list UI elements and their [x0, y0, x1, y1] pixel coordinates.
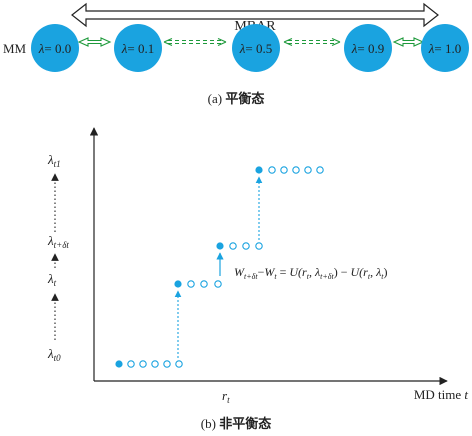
caption-b: (b) 非平衡态 — [201, 416, 271, 431]
panel-b: λt1 λt+δt λt λt0 — [47, 127, 469, 431]
state-node-1: λ= 0.1 — [114, 24, 162, 72]
y-label-t-plus-dt: λt+δt — [47, 233, 69, 250]
step-level-1 — [174, 280, 222, 288]
y-label-t0: λt0 — [47, 346, 61, 363]
svg-text:λ= 0.9: λ= 0.9 — [351, 41, 384, 56]
x-axis-title: MD time t — [414, 387, 469, 402]
y-label-t1: λt1 — [47, 152, 61, 169]
green-arrow-0.1-0.5 — [163, 37, 227, 47]
svg-text:λ= 0.0: λ= 0.0 — [38, 41, 71, 56]
green-arrow-0.5-0.9 — [283, 37, 341, 47]
y-label-t: λt — [47, 271, 57, 288]
svg-text:λ= 1.0: λ= 1.0 — [428, 41, 461, 56]
green-arrow-0.9-1 — [392, 37, 425, 47]
step-level-0 — [115, 360, 183, 368]
state-node-4: λ= 1.0 — [421, 24, 469, 72]
step-level-2 — [216, 242, 263, 250]
svg-text:λ= 0.1: λ= 0.1 — [121, 41, 154, 56]
svg-text:λ= 0.5: λ= 0.5 — [239, 41, 272, 56]
x-label-rt: rt — [222, 388, 230, 405]
state-node-3: λ= 0.9 — [344, 24, 392, 72]
green-arrow-0-1 — [77, 37, 112, 47]
work-equation: Wt+δt−Wt = U(rt, λt+δt) − U(rt, λt) — [234, 265, 388, 281]
caption-a: (a) 平衡态 — [208, 91, 265, 106]
panel-a: MBAR MM λ= 0.0 λ= 0.1 λ= 0.5 — [3, 2, 469, 106]
mm-label: MM — [3, 41, 27, 56]
step-level-3 — [255, 166, 324, 174]
state-node-2: λ= 0.5 — [232, 24, 280, 72]
step-point-filled — [115, 360, 123, 368]
state-node-0: λ= 0.0 — [31, 24, 79, 72]
mbar-double-arrow — [71, 2, 439, 28]
